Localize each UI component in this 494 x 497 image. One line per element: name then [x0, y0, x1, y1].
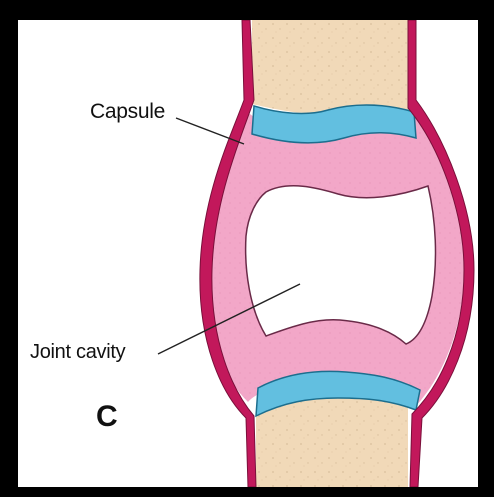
joint-cavity-space: [246, 186, 436, 344]
joint-cavity-label: Joint cavity: [30, 341, 125, 364]
capsule-label: Capsule: [90, 100, 165, 124]
synovial-joint-illustration: [18, 20, 478, 487]
joint-diagram: Capsule Joint cavity C: [16, 18, 480, 489]
lower-bone: [256, 395, 408, 487]
upper-bone: [252, 20, 408, 113]
panel-letter: C: [96, 400, 118, 434]
